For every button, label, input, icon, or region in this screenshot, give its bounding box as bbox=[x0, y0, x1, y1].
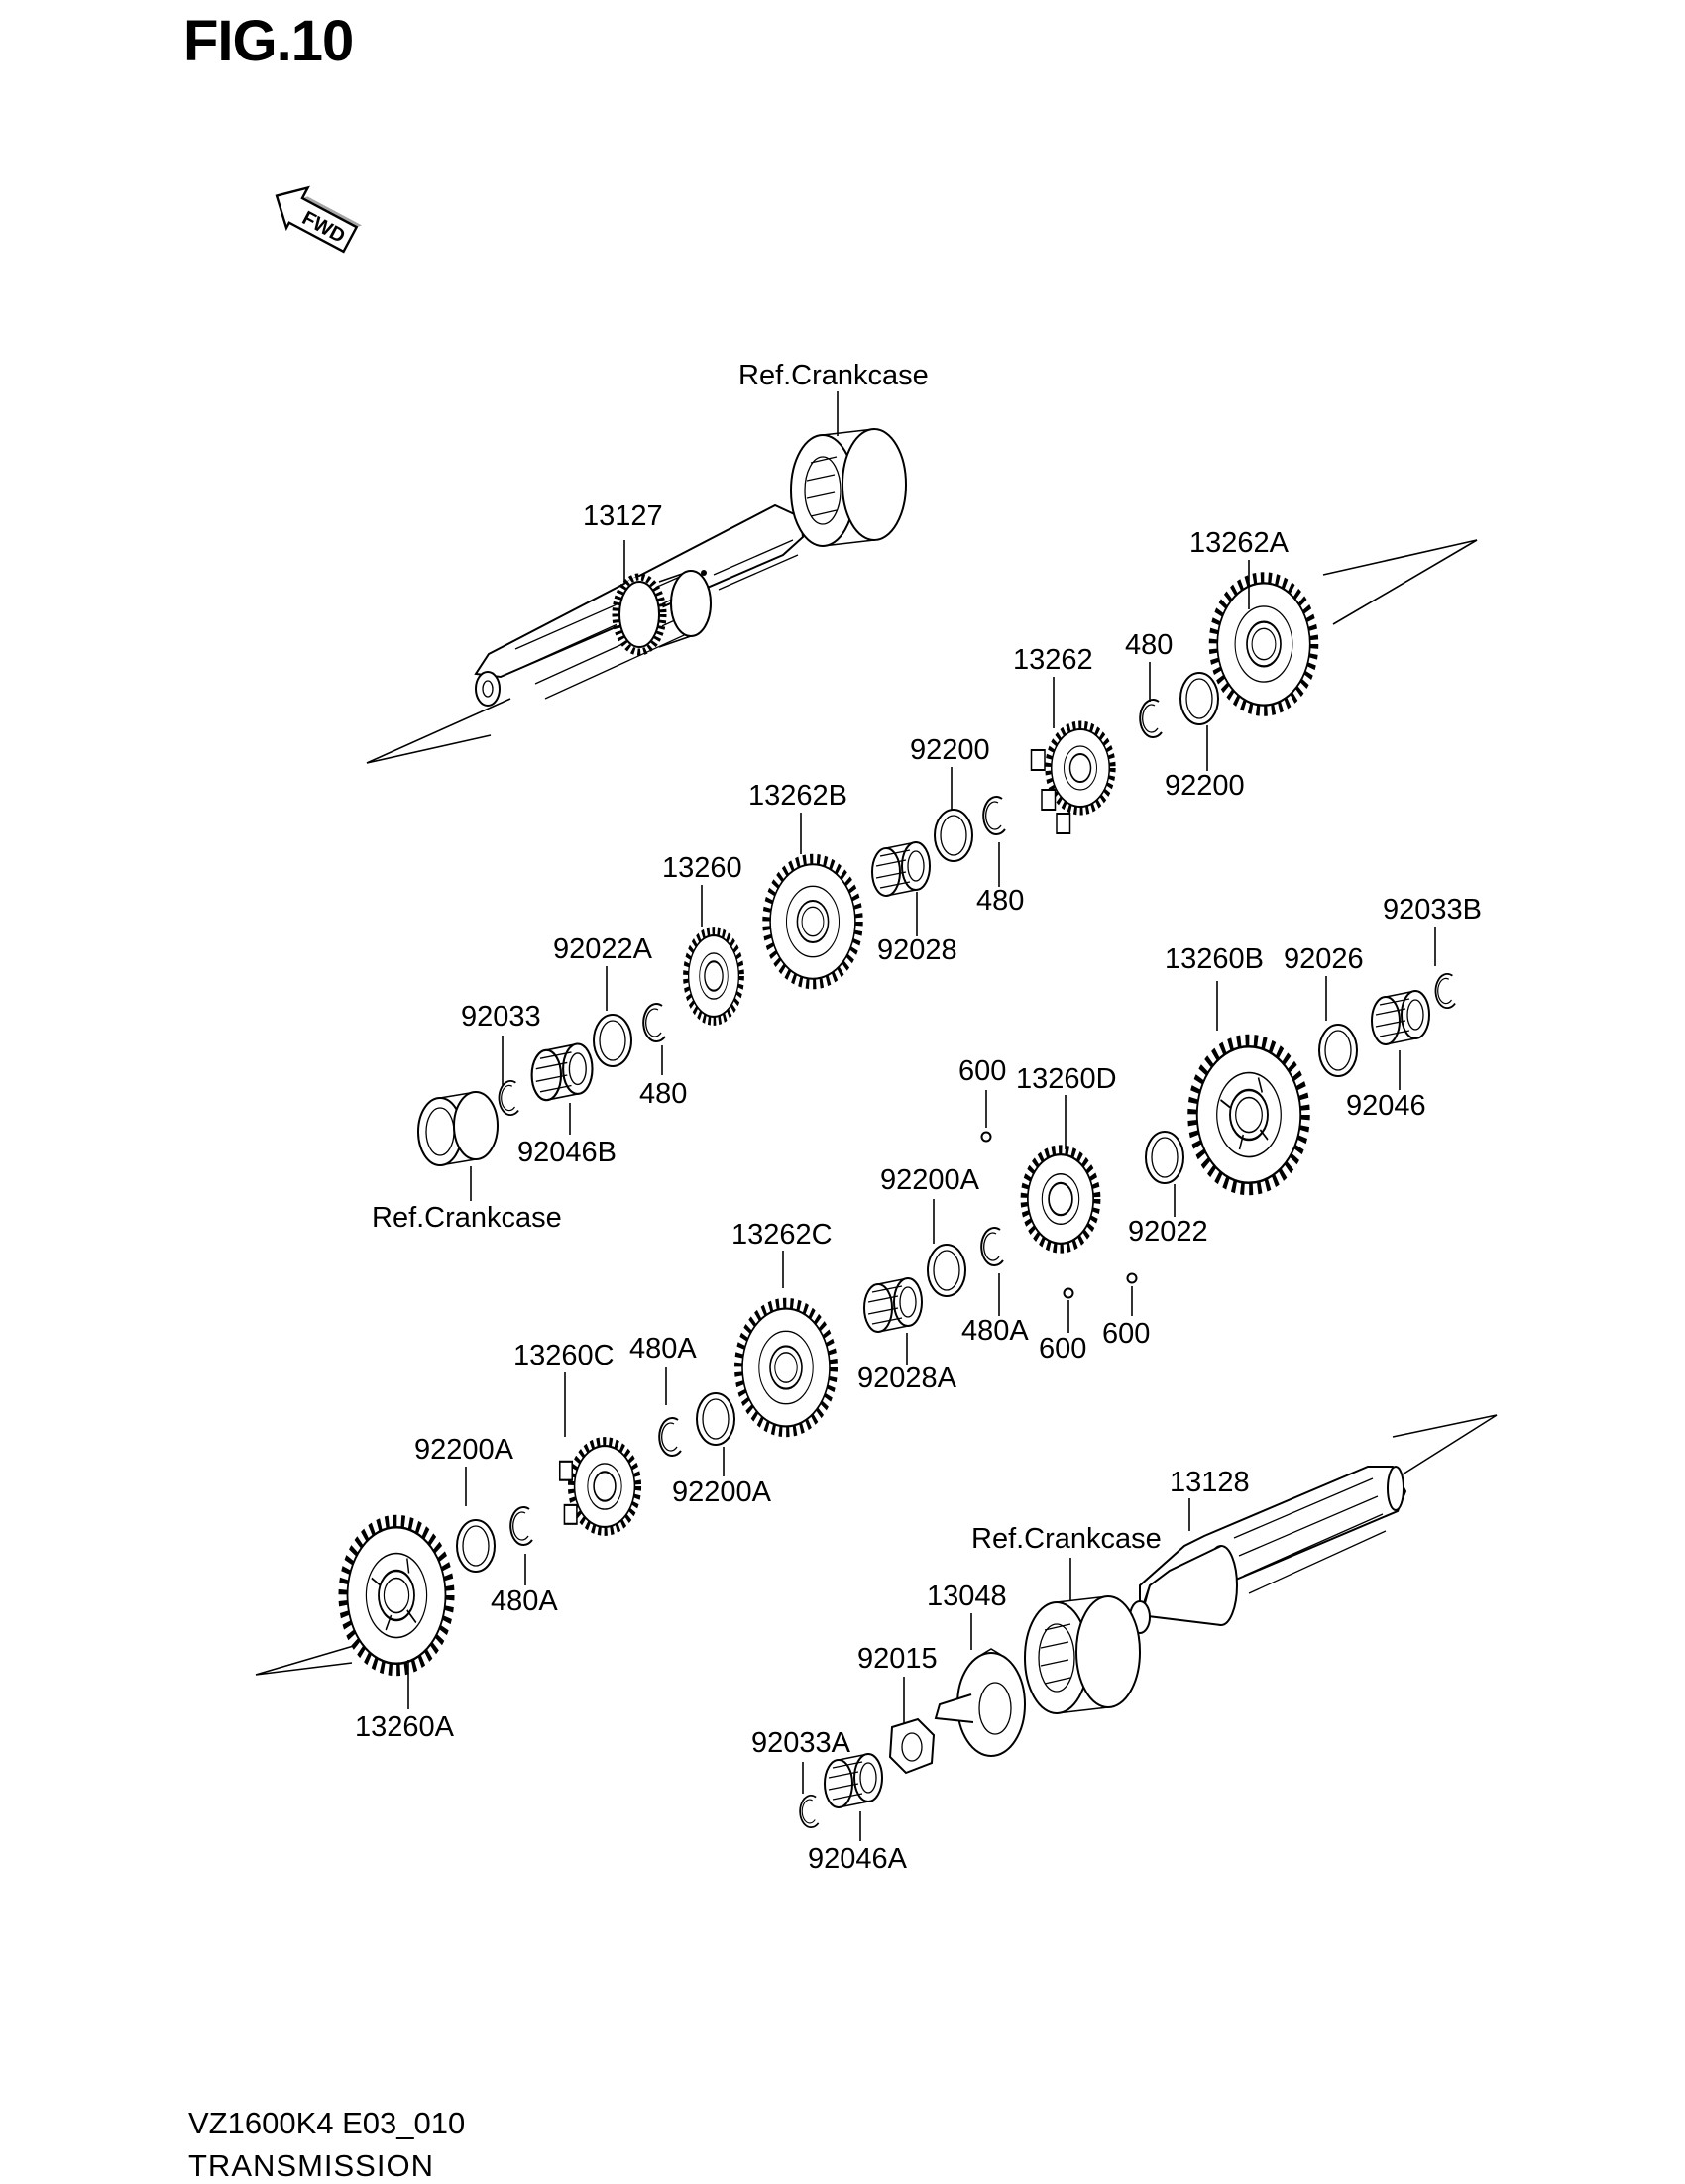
bearing-92028 bbox=[871, 841, 931, 897]
label-13048: 13048 bbox=[927, 1581, 1007, 1612]
bearing-92046 bbox=[1371, 990, 1430, 1045]
gear-13260C bbox=[558, 1442, 638, 1531]
label-92028A: 92028A bbox=[857, 1363, 957, 1394]
circlip-480-top bbox=[1139, 699, 1163, 739]
washer-92200-left bbox=[934, 809, 973, 862]
gear-13262B bbox=[766, 859, 859, 984]
washer-92022 bbox=[1145, 1131, 1184, 1184]
label-13262: 13262 bbox=[1013, 644, 1093, 676]
bearing-92046A bbox=[824, 1753, 883, 1808]
circlip-480A-low bbox=[658, 1417, 682, 1458]
circlip-92033B bbox=[1434, 973, 1456, 1010]
gear-13262 bbox=[1030, 725, 1113, 834]
break-line-bottom bbox=[1392, 1414, 1498, 1475]
nut-92015 bbox=[888, 1717, 936, 1775]
gear-13262C bbox=[738, 1303, 834, 1432]
circlip-92033A bbox=[799, 1795, 820, 1829]
label-92200A: 92200A bbox=[672, 1476, 772, 1508]
model-code: VZ1600K4 E03_010 bbox=[188, 2106, 466, 2140]
gear-13260 bbox=[686, 931, 741, 1021]
label-92200A: 92200A bbox=[880, 1164, 980, 1196]
label-480A: 480A bbox=[491, 1585, 558, 1617]
label-92022A: 92022A bbox=[553, 933, 653, 965]
label-13260B: 13260B bbox=[1165, 943, 1264, 975]
label-480A: 480A bbox=[961, 1315, 1029, 1347]
washer-92200A-low bbox=[696, 1392, 735, 1446]
washer-92022A bbox=[593, 1014, 632, 1067]
figure-title: FIG.10 bbox=[183, 9, 354, 73]
gear-13260B bbox=[1192, 1040, 1305, 1189]
circlip-480-low bbox=[642, 1003, 666, 1043]
gear-13260D bbox=[1024, 1150, 1096, 1249]
gear-13262A bbox=[1213, 578, 1314, 710]
washer-92200A-mid bbox=[927, 1244, 966, 1297]
label-92200: 92200 bbox=[910, 734, 990, 766]
label-92046: 92046 bbox=[1346, 1090, 1426, 1122]
ball-600-right bbox=[1126, 1272, 1138, 1284]
label-92033B: 92033B bbox=[1383, 894, 1482, 926]
ball-600-left bbox=[1063, 1287, 1074, 1299]
label-92015: 92015 bbox=[857, 1643, 938, 1675]
washer-92200-right bbox=[1180, 672, 1219, 725]
bearing-ref-crankcase-bottom bbox=[1024, 1595, 1141, 1714]
label-92028: 92028 bbox=[877, 934, 957, 966]
label-92033: 92033 bbox=[461, 1001, 541, 1033]
callout-labels: Ref.Crankcase 13127 13262A 480 13262 922… bbox=[355, 360, 1482, 1875]
circlip-480A-mid bbox=[980, 1227, 1004, 1267]
washer-92200A-left bbox=[456, 1519, 496, 1573]
label-13127: 13127 bbox=[583, 500, 663, 532]
cam-13048 bbox=[934, 1648, 1026, 1757]
gear-13260A bbox=[343, 1521, 450, 1670]
label-480: 480 bbox=[1125, 629, 1173, 661]
label-480A: 480A bbox=[629, 1333, 697, 1365]
bearing-ref-crankcase-top bbox=[790, 428, 907, 547]
drive-shaft bbox=[1127, 1466, 1407, 1636]
break-line-top bbox=[1322, 539, 1478, 625]
label-92200: 92200 bbox=[1165, 770, 1245, 802]
label-13262C: 13262C bbox=[731, 1219, 833, 1251]
label-480: 480 bbox=[976, 885, 1024, 917]
label-13260D: 13260D bbox=[1016, 1063, 1117, 1095]
label-480: 480 bbox=[639, 1078, 687, 1110]
label-13262B: 13262B bbox=[748, 780, 847, 812]
label-13260A: 13260A bbox=[355, 1711, 455, 1743]
bushing-ref-crankcase-mid bbox=[417, 1091, 499, 1166]
label-92046A: 92046A bbox=[808, 1843, 908, 1875]
label-92022: 92022 bbox=[1128, 1216, 1208, 1248]
label-600: 600 bbox=[958, 1055, 1006, 1087]
label-13260: 13260 bbox=[662, 852, 742, 884]
break-line-left bbox=[255, 1644, 358, 1676]
label-13128: 13128 bbox=[1170, 1467, 1250, 1498]
fwd-arrow-icon: FWD bbox=[275, 185, 363, 254]
label-92200A: 92200A bbox=[414, 1434, 514, 1466]
label-ref-crankcase-2: Ref.Crankcase bbox=[372, 1202, 562, 1234]
label-ref-crankcase-3: Ref.Crankcase bbox=[971, 1523, 1162, 1555]
label-92033A: 92033A bbox=[751, 1727, 851, 1759]
counter-shaft bbox=[366, 503, 805, 764]
label-ref-crankcase-1: Ref.Crankcase bbox=[738, 360, 929, 391]
leader-lines bbox=[407, 391, 1436, 1841]
section-name: TRANSMISSION bbox=[188, 2148, 434, 2183]
bearing-92028A bbox=[863, 1277, 923, 1333]
circlip-480A-left bbox=[509, 1506, 533, 1547]
label-92046B: 92046B bbox=[517, 1137, 617, 1168]
circlip-92033 bbox=[498, 1080, 519, 1117]
label-600: 600 bbox=[1102, 1318, 1150, 1350]
circlip-480-mid bbox=[982, 796, 1006, 836]
label-600: 600 bbox=[1039, 1333, 1086, 1365]
bearing-92046B bbox=[530, 1042, 594, 1102]
label-92026: 92026 bbox=[1284, 943, 1364, 975]
label-13262A: 13262A bbox=[1189, 527, 1290, 559]
washer-92026 bbox=[1318, 1024, 1358, 1077]
ball-600-top bbox=[980, 1131, 992, 1143]
label-13260C: 13260C bbox=[513, 1340, 615, 1371]
